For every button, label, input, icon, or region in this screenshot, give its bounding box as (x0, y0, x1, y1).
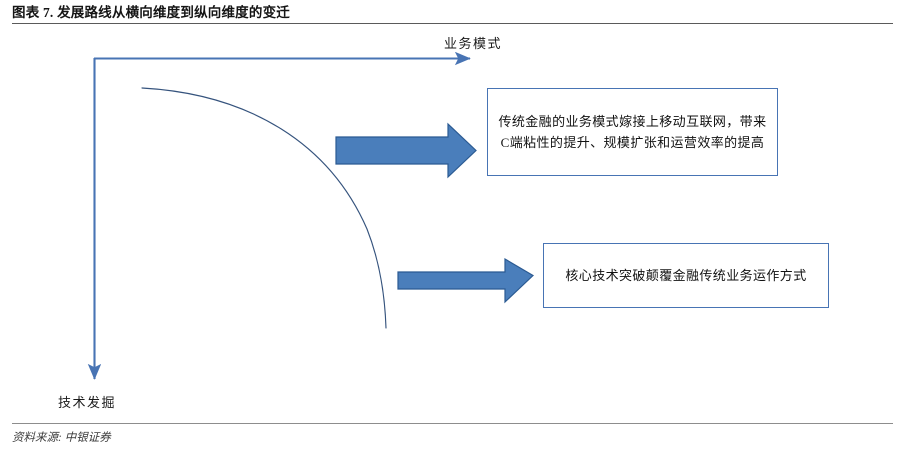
callout-box-business-model: 传统金融的业务模式嫁接上移动互联网，带来C端粘性的提升、规模扩张和运营效率的提高 (487, 88, 778, 176)
y-axis-label: 技术发掘 (58, 395, 117, 410)
diagram-canvas (0, 24, 905, 423)
block-arrow-2 (397, 257, 534, 304)
footer-divider (12, 423, 893, 424)
source-note: 资料来源: 中银证券 (12, 432, 111, 444)
header-divider (12, 23, 893, 24)
page-title: 图表 7. 发展路线从横向维度到纵向维度的变迁 (12, 5, 290, 20)
callout-box-core-technology: 核心技术突破颠覆金融传统业务运作方式 (543, 243, 829, 308)
block-arrow-1 (335, 122, 477, 179)
callout-box-business-model-text: 传统金融的业务模式嫁接上移动互联网，带来C端粘性的提升、规模扩张和运营效率的提高 (498, 113, 767, 150)
callout-box-core-technology-text: 核心技术突破颠覆金融传统业务运作方式 (565, 267, 807, 283)
x-axis-label: 业务模式 (444, 36, 503, 51)
frontier-curve (141, 87, 387, 329)
